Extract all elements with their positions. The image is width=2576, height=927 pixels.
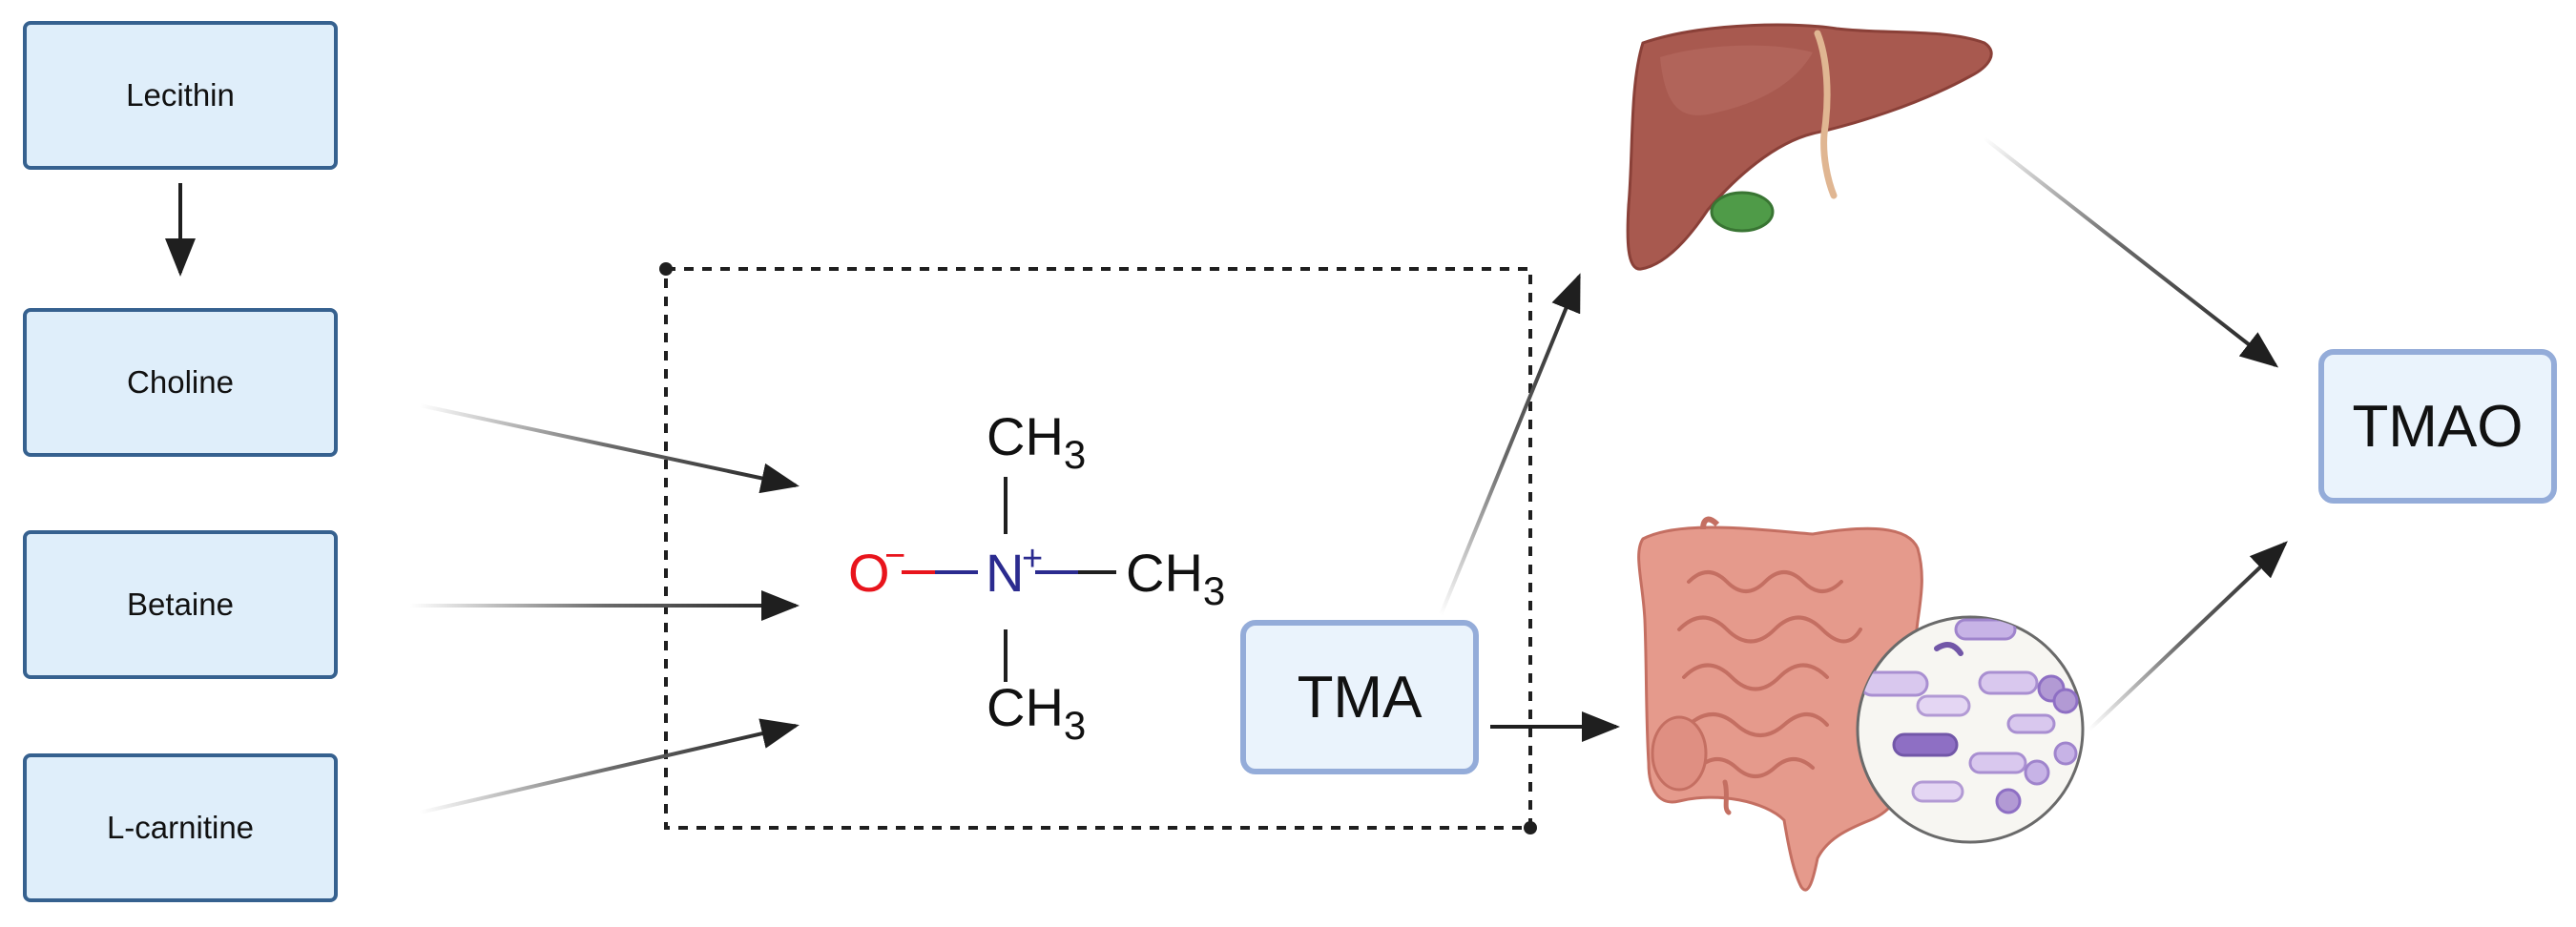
methyl-top: CH3 bbox=[987, 406, 1086, 477]
tmao-label: TMAO bbox=[2352, 393, 2524, 460]
arrow-liver-to-tmao bbox=[1983, 136, 2279, 368]
frame-corner-dot bbox=[659, 262, 673, 276]
choline-label: Choline bbox=[127, 364, 234, 400]
arrow-tma-to-liver bbox=[1439, 273, 1581, 616]
betaine-box: Betaine bbox=[23, 530, 338, 679]
oxygen-atom: O bbox=[848, 543, 890, 603]
l-carnitine-label: L-carnitine bbox=[106, 810, 255, 845]
oxygen-charge: − bbox=[884, 536, 905, 576]
methyl-bottom: CH3 bbox=[987, 677, 1086, 748]
nitrogen-charge: + bbox=[1022, 539, 1043, 579]
tmao-box: TMAO bbox=[2318, 349, 2557, 504]
frame-corner-dot bbox=[1524, 821, 1537, 834]
choline-box: Choline bbox=[23, 308, 338, 457]
arrow-choline-to-tmao bbox=[419, 403, 800, 494]
liver-icon bbox=[1626, 23, 1993, 271]
betaine-label: Betaine bbox=[127, 587, 234, 622]
nitrogen-atom: N bbox=[986, 543, 1024, 603]
tma-label: TMA bbox=[1297, 664, 1423, 731]
lecithin-label: Lecithin bbox=[126, 77, 235, 113]
tma-box: TMA bbox=[1240, 620, 1479, 774]
arrow-gut-to-tmao bbox=[2088, 541, 2288, 731]
arrow-l-carnitine-to-tmao bbox=[419, 718, 800, 814]
intestine-icon bbox=[1637, 516, 1923, 892]
methyl-right: CH3 bbox=[1126, 543, 1225, 613]
l-carnitine-box: L-carnitine bbox=[23, 753, 338, 902]
lecithin-box: Lecithin bbox=[23, 21, 338, 170]
gut-bacteria-icon bbox=[1856, 615, 2085, 844]
tmao-structure: CH3 CH3 CH3 O − N + bbox=[848, 406, 1225, 748]
dashed-frame bbox=[664, 267, 1532, 830]
